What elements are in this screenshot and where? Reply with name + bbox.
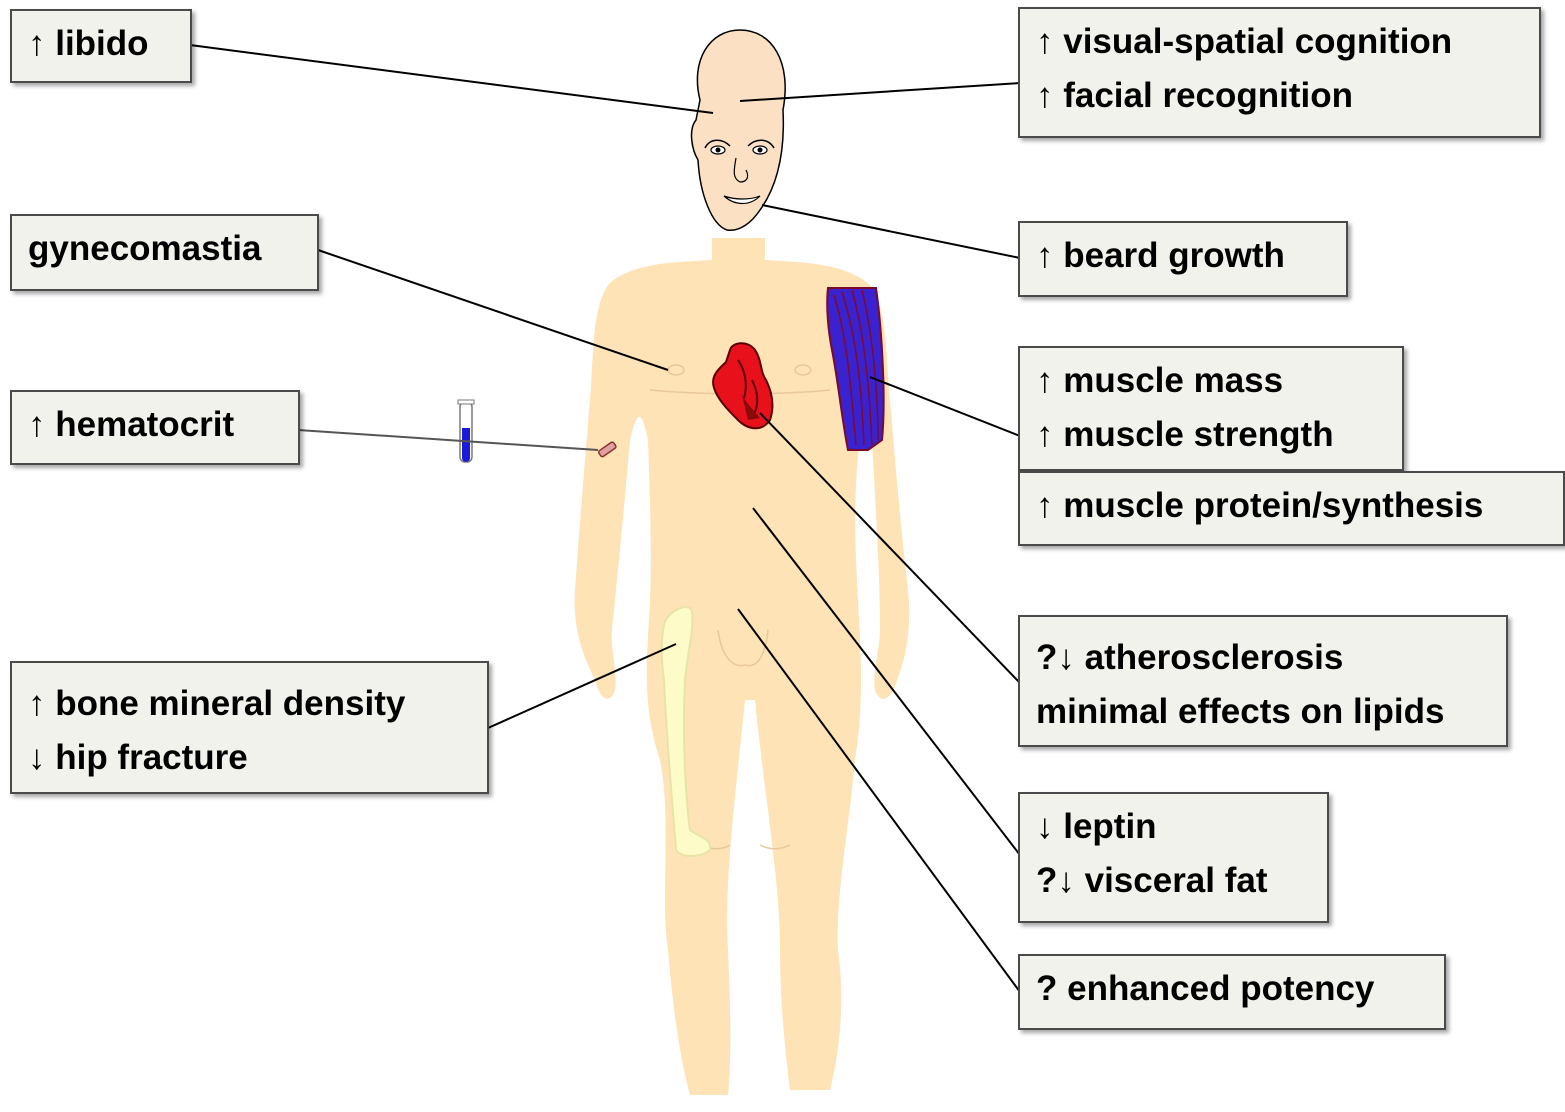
label-leptin: ↓ leptin ?↓ visceral fat [1018, 792, 1329, 923]
label-muscle-line-2: ↑ muscle strength [1036, 408, 1388, 462]
connector-hematocrit [298, 430, 598, 450]
connector-beard [762, 205, 1020, 258]
label-gynecomastia: gynecomastia [10, 214, 319, 291]
label-muscle: ↑ muscle mass ↑ muscle strength [1018, 346, 1404, 471]
label-potency-line-1: ? enhanced potency [1036, 962, 1430, 1016]
label-gynecomastia-line-1: gynecomastia [28, 222, 303, 276]
label-beard-line-1: ↑ beard growth [1036, 229, 1332, 283]
connector-libido [190, 45, 713, 113]
label-leptin-line-1: ↓ leptin [1036, 800, 1313, 854]
label-muscle-protein-line-1: ↑ muscle protein/synthesis [1036, 479, 1549, 533]
label-hematocrit-line-1: ↑ hematocrit [28, 398, 284, 452]
label-potency: ? enhanced potency [1018, 954, 1446, 1030]
label-cognition-line-2: ↑ facial recognition [1036, 69, 1525, 123]
connector-muscle [870, 377, 1020, 436]
label-libido-line-1: ↑ libido [28, 17, 176, 71]
label-atherosclerosis-line-2: minimal effects on lipids [1036, 685, 1492, 739]
label-atherosclerosis-line-1: ?↓ atherosclerosis [1036, 631, 1492, 685]
label-muscle-protein: ↑ muscle protein/synthesis [1018, 471, 1565, 546]
face-icon [692, 30, 786, 230]
label-libido: ↑ libido [10, 9, 192, 83]
label-cognition: ↑ visual-spatial cognition ↑ facial reco… [1018, 7, 1541, 138]
label-beard: ↑ beard growth [1018, 221, 1348, 297]
label-cognition-line-1: ↑ visual-spatial cognition [1036, 15, 1525, 69]
label-bone-line-2: ↓ hip fracture [28, 731, 473, 785]
label-leptin-line-2: ?↓ visceral fat [1036, 854, 1313, 908]
label-bone: ↑ bone mineral density ↓ hip fracture [10, 661, 489, 794]
label-bone-line-1: ↑ bone mineral density [28, 677, 473, 731]
test-tube-icon [458, 400, 474, 462]
label-atherosclerosis: ?↓ atherosclerosis minimal effects on li… [1018, 615, 1508, 747]
label-hematocrit: ↑ hematocrit [10, 390, 300, 465]
label-muscle-line-1: ↑ muscle mass [1036, 354, 1388, 408]
